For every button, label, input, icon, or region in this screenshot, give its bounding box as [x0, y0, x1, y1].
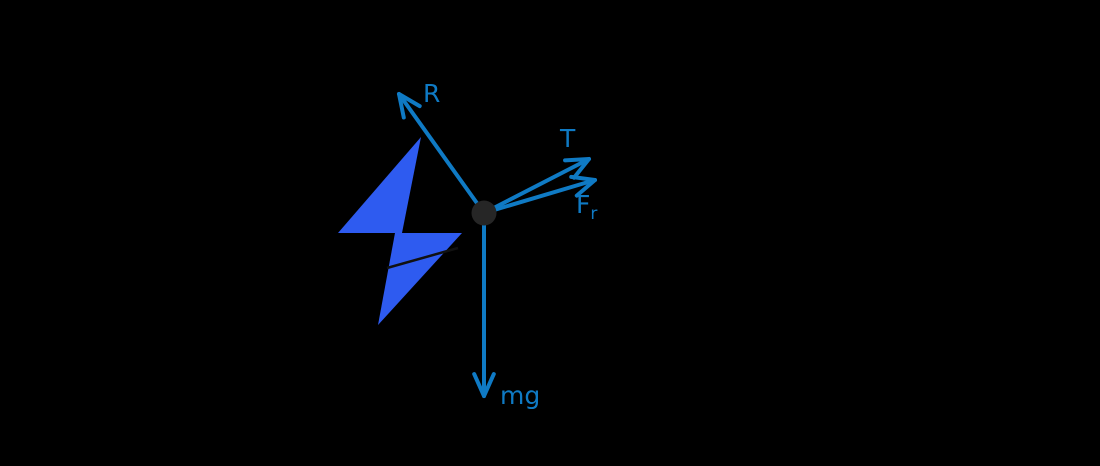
board-divider-line	[386, 246, 459, 270]
lower-sail-triangle	[378, 233, 462, 325]
force-arrow-shaft-R	[397, 92, 486, 215]
force-arrowhead-Fr	[569, 174, 597, 198]
force-label-T: T	[559, 124, 576, 153]
force-arrow-shaft-Fr	[482, 178, 597, 215]
force-label-mg: mg	[500, 381, 540, 410]
force-arrowhead-T	[563, 157, 591, 180]
upper-sail-triangle	[338, 137, 421, 233]
force-arrow-shaft-T	[482, 157, 591, 215]
sail-shape-group	[338, 137, 462, 325]
force-label-subscript-Fr: r	[590, 204, 597, 224]
force-arrowhead-mg	[472, 372, 496, 398]
pivot-point-dot	[471, 200, 497, 226]
force-arrowhead-R	[397, 92, 422, 120]
force-vectors-group	[397, 92, 597, 398]
force-label-R: R	[423, 79, 440, 108]
